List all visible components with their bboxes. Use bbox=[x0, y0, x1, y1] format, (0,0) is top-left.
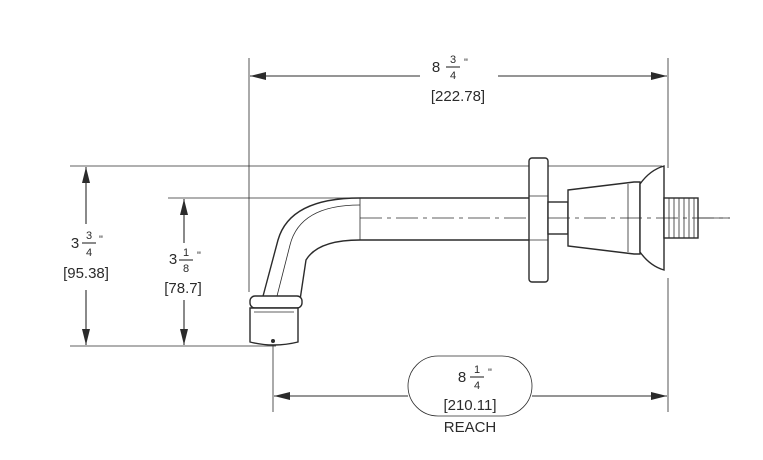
overall-length-metric: [222.78] bbox=[431, 88, 485, 105]
bell-flange bbox=[639, 165, 665, 271]
dimension-overall-height: 3 3 4 " [95.38] bbox=[63, 167, 109, 345]
spout-inner-line bbox=[275, 204, 361, 301]
spout-height-metric: [78.7] bbox=[164, 280, 202, 297]
reach-whole: 8 bbox=[458, 369, 466, 386]
reach-label: REACH bbox=[444, 419, 497, 436]
outlet-point bbox=[271, 339, 275, 343]
aerator-ring bbox=[249, 295, 303, 309]
spout-part bbox=[249, 157, 730, 346]
overall-height-denominator: 4 bbox=[86, 247, 92, 259]
overall-length-whole: 8 bbox=[432, 59, 440, 76]
arrowhead-left bbox=[274, 392, 290, 400]
arrowhead-bottom bbox=[82, 329, 90, 345]
overall-height-metric: [95.38] bbox=[63, 265, 109, 282]
overall-height-inch-mark: " bbox=[99, 234, 103, 246]
spout-height-numerator: 1 bbox=[183, 247, 189, 259]
arrowhead-top bbox=[82, 167, 90, 183]
overall-length-inch-mark: " bbox=[464, 57, 468, 69]
arrowhead-right bbox=[651, 72, 667, 80]
arrowhead-top bbox=[180, 199, 188, 215]
dimension-reach: 8 1 4 " [210.11] REACH bbox=[274, 355, 667, 436]
overall-height-whole: 3 bbox=[71, 235, 79, 252]
spout-height-inch-mark: " bbox=[197, 250, 201, 262]
spout-height-whole: 3 bbox=[169, 251, 177, 268]
aerator-body bbox=[249, 307, 299, 346]
dimension-overall-length: 8 3 4 " [222.78] bbox=[250, 54, 667, 105]
reach-numerator: 1 bbox=[474, 364, 480, 376]
overall-length-denominator: 4 bbox=[450, 70, 456, 82]
overall-length-numerator: 3 bbox=[450, 54, 456, 66]
reach-denominator: 4 bbox=[474, 380, 480, 392]
reach-metric: [210.11] bbox=[443, 397, 496, 414]
reach-inch-mark: " bbox=[488, 367, 492, 379]
overall-height-numerator: 3 bbox=[86, 230, 92, 242]
wall-flange bbox=[528, 157, 549, 283]
dimension-spout-height: 3 1 8 " [78.7] bbox=[164, 199, 202, 345]
spout-tube bbox=[261, 197, 531, 301]
arrowhead-right bbox=[651, 392, 667, 400]
arrowhead-bottom bbox=[180, 329, 188, 345]
arrowhead-left bbox=[250, 72, 266, 80]
spout-height-denominator: 8 bbox=[183, 263, 189, 275]
extension-lines bbox=[70, 58, 730, 412]
reach-callout-oval bbox=[407, 355, 533, 417]
